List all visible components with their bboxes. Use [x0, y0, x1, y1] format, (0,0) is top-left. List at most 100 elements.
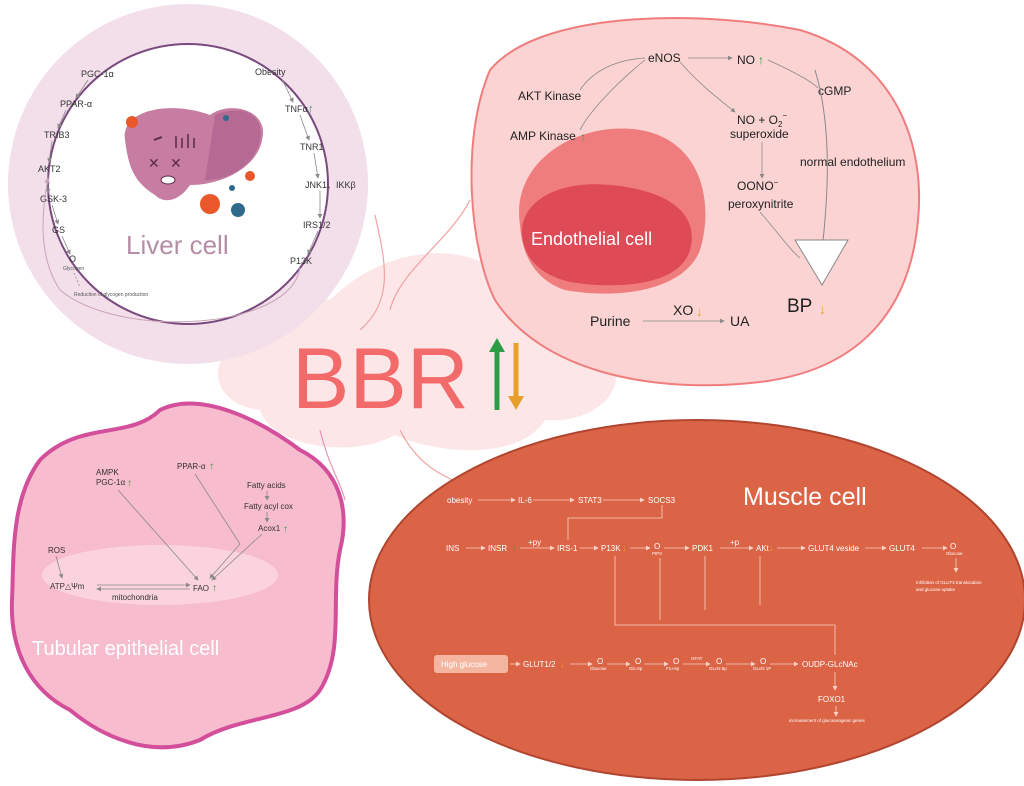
- liver-jnk: JNK1、IKKβ: [305, 180, 356, 190]
- muscle-gluconeo: increasement of gluconeogenic genes: [789, 718, 866, 723]
- liver-glycogen: Glycogen: [63, 266, 84, 272]
- liver-title: Liver cell: [126, 230, 229, 260]
- svg-text:✕: ✕: [170, 155, 182, 171]
- tubular-acox: Acox1: [258, 524, 281, 533]
- liver-gs: GS: [52, 225, 65, 235]
- muscle-o4: O: [635, 657, 641, 666]
- virus-icon: [223, 115, 229, 121]
- muscle-pip3: PIP3: [652, 551, 662, 556]
- svg-text:↑: ↑: [758, 53, 764, 67]
- liver-tnr1: TNR1: [300, 142, 324, 152]
- endo-oono: OONO−: [737, 178, 779, 193]
- tubular-fatty-acyl: Fatty acyl cox: [244, 502, 293, 511]
- muscle-stat3: STAT3: [578, 496, 602, 505]
- svg-text:↓: ↓: [622, 543, 627, 553]
- tubular-title: Tubular epithelial cell: [32, 638, 219, 660]
- svg-text:↑: ↑: [127, 478, 132, 489]
- tubular-atp: ATP△Ψm: [50, 582, 85, 591]
- liver-akt2: AKT2: [38, 164, 61, 174]
- muscle-glut4v: GLUT4 veside: [808, 544, 860, 553]
- svg-text:↑: ↑: [512, 543, 517, 553]
- muscle-o6: O: [716, 657, 722, 666]
- tubular-ros: ROS: [48, 546, 65, 555]
- endo-no: NO: [737, 53, 755, 67]
- tubular-fatty-acids: Fatty acids: [247, 481, 286, 490]
- svg-text:↑: ↑: [580, 130, 586, 144]
- muscle-ins: INS: [446, 544, 459, 553]
- liver-irs: IRS1/2: [303, 220, 331, 230]
- muscle-o1: O: [654, 542, 660, 551]
- virus-icon: [126, 116, 138, 128]
- tubular-ppar: PPAR-α: [177, 462, 206, 471]
- muscle-glut4: GLUT4: [889, 544, 915, 553]
- muscle-o7: O: [760, 657, 766, 666]
- virus-icon: [231, 203, 245, 217]
- endo-nosuper: NO + O2−: [737, 111, 787, 129]
- endo-xo: XO: [673, 302, 693, 318]
- svg-text:↑: ↑: [209, 461, 214, 472]
- svg-text:↑: ↑: [308, 103, 314, 115]
- endo-akt: AKT Kinase: [518, 89, 581, 103]
- high-glucose-box: [434, 655, 508, 673]
- svg-text:↓: ↓: [696, 304, 703, 319]
- muscle-insr: INSR: [488, 544, 507, 553]
- muscle-p: +p: [730, 538, 740, 547]
- muscle-title: Muscle cell: [743, 483, 867, 511]
- connector-tubular: [319, 429, 346, 501]
- liver-ppar: PPAR-α: [60, 99, 92, 109]
- muscle-glcn1p: GLcN 1P: [753, 666, 771, 671]
- svg-text:↓: ↓: [769, 543, 774, 553]
- muscle-cell: Muscle cell obesity IL-6 STAT3 SOCS3 INS…: [368, 419, 1024, 781]
- connector-liver: [359, 214, 385, 331]
- muscle-gfat: GFAT: [691, 656, 703, 661]
- muscle-foxo1: FOXO1: [818, 695, 846, 704]
- tubular-mito: mitochondria: [112, 593, 158, 602]
- endo-amp: AMP Kinase: [510, 129, 576, 143]
- muscle-glut12: GLUT1/2: [523, 660, 556, 669]
- endo-enos: eNOS: [648, 51, 681, 65]
- endo-ua: UA: [730, 313, 750, 329]
- endo-cgmp: cGMP: [818, 84, 851, 98]
- muscle-il6: IL-6: [518, 496, 532, 505]
- muscle-socs3: SOCS3: [648, 496, 676, 505]
- bbr-up-arrow-head: [489, 338, 505, 352]
- muscle-pdk1: PDK1: [692, 544, 713, 553]
- muscle-inhibit-1: Inhibition of GLUT4 translocation: [916, 580, 982, 585]
- muscle-high-glucose: High glucose: [441, 660, 488, 669]
- liver-reduction: Reduction of glycogen production: [74, 292, 148, 298]
- tubular-ampk: AMPK: [96, 468, 119, 477]
- muscle-inhibit-2: and glucose uptake: [916, 587, 956, 592]
- virus-icon: [229, 185, 235, 191]
- muscle-akt: AKt: [756, 544, 770, 553]
- muscle-o5: O: [673, 657, 679, 666]
- virus-icon: [200, 194, 220, 214]
- svg-text:↑: ↑: [212, 583, 217, 594]
- muscle-udp: OUDP-GLcNAc: [802, 660, 858, 669]
- liver-p13k: P13K: [290, 256, 312, 266]
- muscle-glcn6p: GLcN 6p: [709, 666, 727, 671]
- muscle-fru6p: Fru-6p: [666, 666, 680, 671]
- endo-purine: Purine: [590, 313, 631, 329]
- liver-obesity: Obesity: [255, 67, 286, 77]
- endo-title: Endothelial cell: [531, 229, 652, 249]
- muscle-o2: O: [950, 542, 956, 551]
- svg-text:↓: ↓: [819, 301, 826, 317]
- bbr-down-arrow-head: [508, 396, 524, 410]
- svg-text:↑: ↑: [283, 524, 288, 535]
- tubular-pgc: PGC-1α: [96, 478, 125, 487]
- svg-text:↓: ↓: [560, 659, 565, 669]
- muscle-glucose2: Glucose: [590, 666, 607, 671]
- endo-superoxide: superoxide: [730, 127, 789, 141]
- liver-cell: ✕ ✕ Liver cell PGC-1α PPAR-α TRIB3 AKT2 …: [8, 4, 368, 364]
- liver-pgc: PGC-1α: [81, 69, 114, 79]
- muscle-obesity: obesity: [447, 496, 472, 505]
- muscle-o3: O: [597, 657, 603, 666]
- liver-tnfa: TNFα: [285, 104, 308, 114]
- muscle-irs1: IRS-1: [557, 544, 578, 553]
- liver-gsk: GSK-3: [40, 194, 67, 204]
- svg-text:✕: ✕: [148, 155, 160, 171]
- muscle-p13k: P13K: [601, 544, 621, 553]
- endo-bp: BP: [787, 296, 812, 317]
- muscle-py: +py: [528, 538, 541, 547]
